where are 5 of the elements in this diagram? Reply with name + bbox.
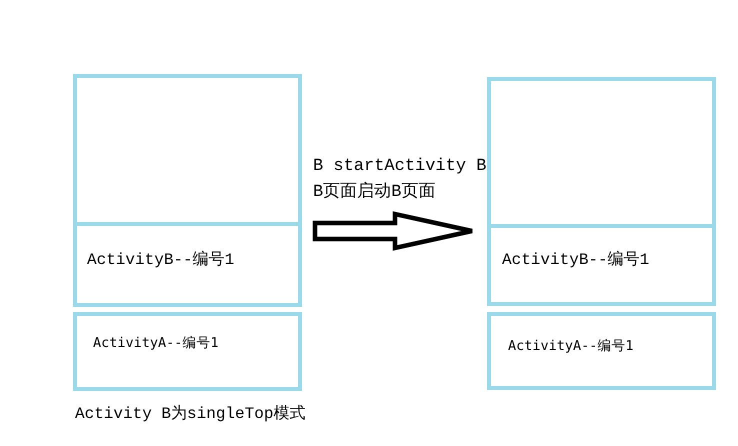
edge-label: B startActivity B B页面启动B页面 (313, 156, 488, 204)
activity-box: ActivityA--编号1 (487, 312, 716, 390)
caption-text: Activity B为singleTop模式 (75, 404, 306, 425)
block-arrow (312, 211, 474, 251)
activity-box: ActivityA--编号1 (73, 312, 302, 391)
